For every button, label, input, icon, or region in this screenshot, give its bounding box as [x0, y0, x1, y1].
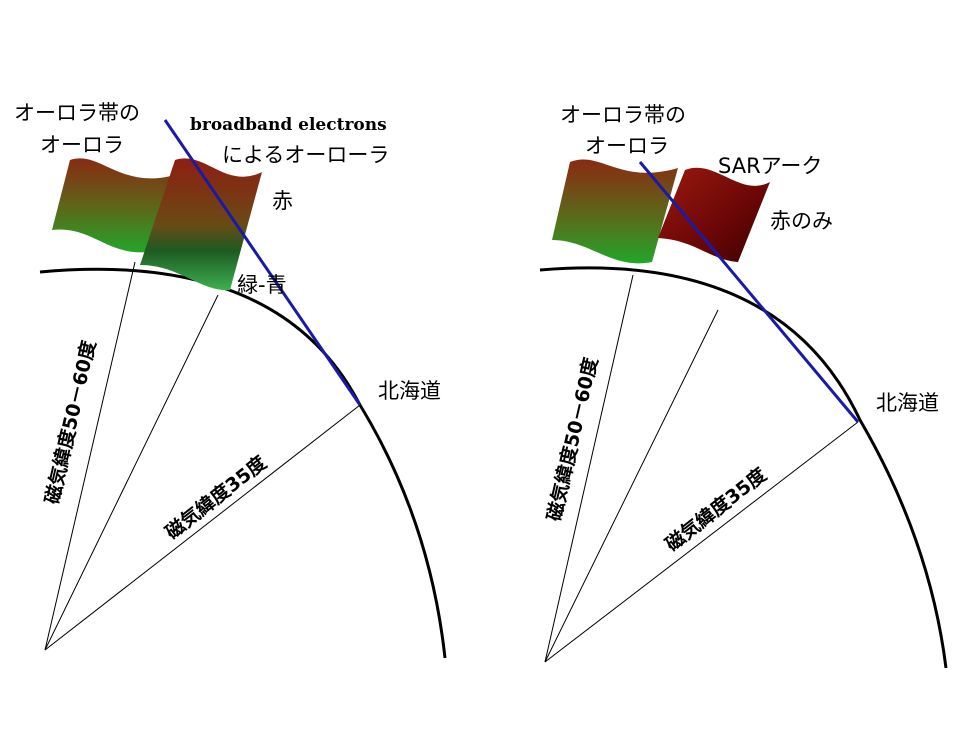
- broadband-label-line1: broadband electrons: [190, 115, 387, 135]
- broadband-aurora-curtain: [140, 158, 262, 291]
- radial-line-35: [544, 421, 859, 663]
- hokkaido-label: 北海道: [876, 391, 939, 415]
- latitude-50-60-label: 磁気緯度50－60度: [40, 337, 100, 506]
- sar-arc-curtain: [658, 167, 770, 262]
- latitude-35-label: 磁気緯度35度: [161, 450, 272, 544]
- earth-surface-arc: [539, 266, 948, 669]
- green-blue-label: 緑-青: [237, 273, 287, 297]
- radial-line-50-60: [544, 274, 634, 663]
- line-of-sight: [638, 161, 860, 423]
- radial-line-50-60: [44, 261, 136, 651]
- red-label: 赤: [272, 189, 293, 213]
- line-of-sight: [163, 119, 362, 406]
- aurora-belt-label-line1: オーロラ帯の: [14, 101, 140, 125]
- left-panel: オーロラ帯の オーロラ broadband electrons によるオーローラ…: [14, 101, 447, 659]
- broadband-label-line2: によるオーローラ: [222, 143, 389, 167]
- aurora-belt-curtain: [52, 158, 175, 253]
- aurora-belt-label-line1: オーロラ帯の: [560, 103, 686, 127]
- radial-line-35: [44, 404, 361, 651]
- aurora-belt-label-line2: オーロラ: [585, 134, 669, 158]
- right-panel: オーロラ帯の オーロラ SARアーク 赤のみ 北海道 磁気緯度50－60度 磁気…: [539, 103, 948, 669]
- latitude-50-60-label: 磁気緯度50－60度: [542, 354, 602, 523]
- aurora-belt-label-line2: オーロラ: [40, 133, 124, 157]
- red-only-label: 赤のみ: [770, 209, 833, 233]
- radial-line-mid: [544, 309, 719, 663]
- radial-line-mid: [44, 294, 219, 651]
- aurora-belt-curtain: [552, 159, 678, 264]
- sar-arc-label: SARアーク: [718, 154, 822, 178]
- hokkaido-label: 北海道: [378, 379, 441, 403]
- latitude-35-label: 磁気緯度35度: [661, 462, 772, 556]
